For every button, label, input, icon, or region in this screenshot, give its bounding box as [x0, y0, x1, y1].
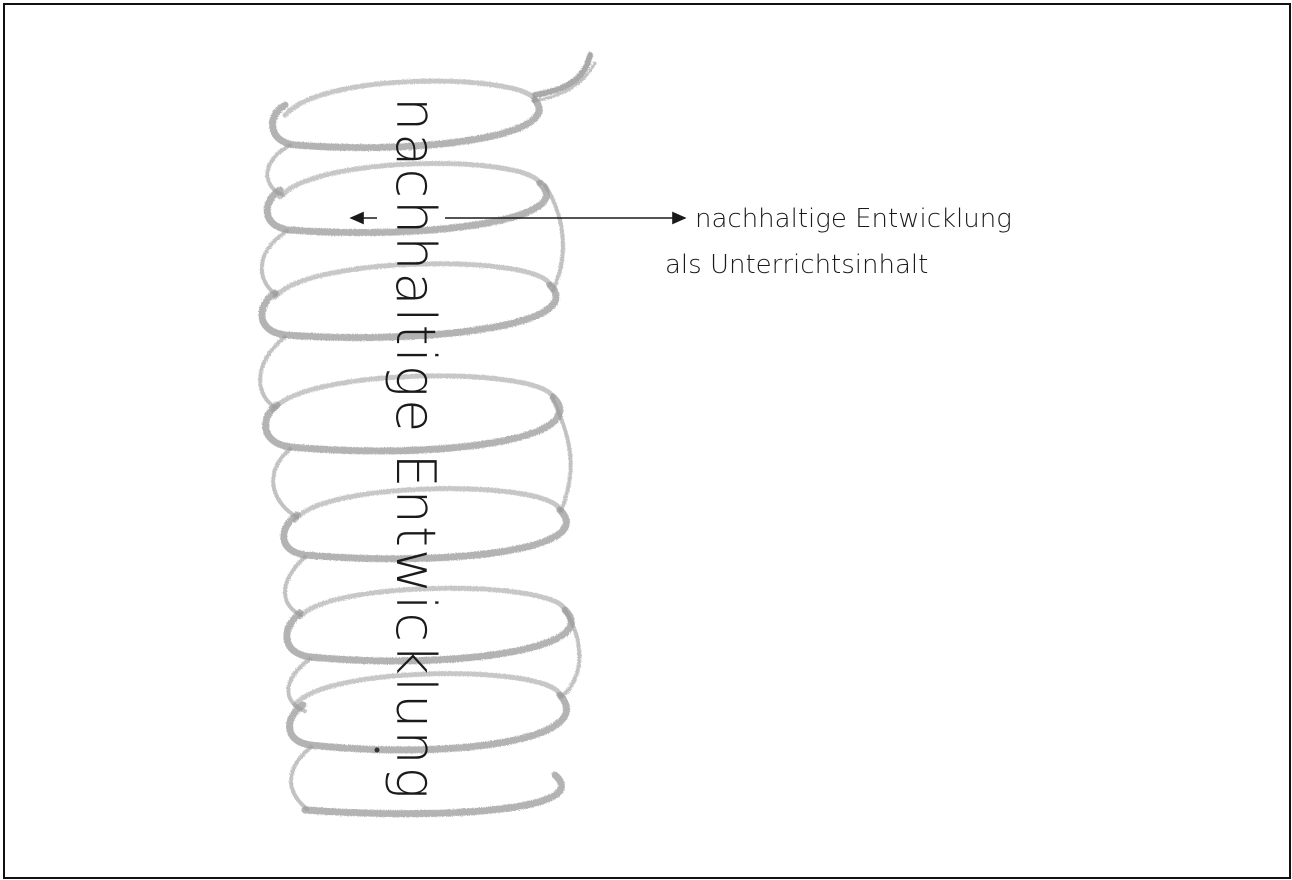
- annotation: nachhaltige Entwicklung als Unterrichtsi…: [665, 204, 1012, 280]
- spiral-diagram: nachhaltige Entwicklung nachhaltige Entw…: [5, 5, 1289, 877]
- annotation-line-2: als Unterrichtsinhalt: [665, 250, 928, 280]
- annotation-line-1: nachhaltige Entwicklung: [695, 204, 1012, 234]
- spiral-label-text: nachhaltige Entwicklung: [384, 97, 447, 801]
- pencil-dot: [375, 748, 380, 753]
- spiral-label: nachhaltige Entwicklung: [384, 97, 447, 801]
- drawing-sheet: nachhaltige Entwicklung nachhaltige Entw…: [3, 3, 1291, 879]
